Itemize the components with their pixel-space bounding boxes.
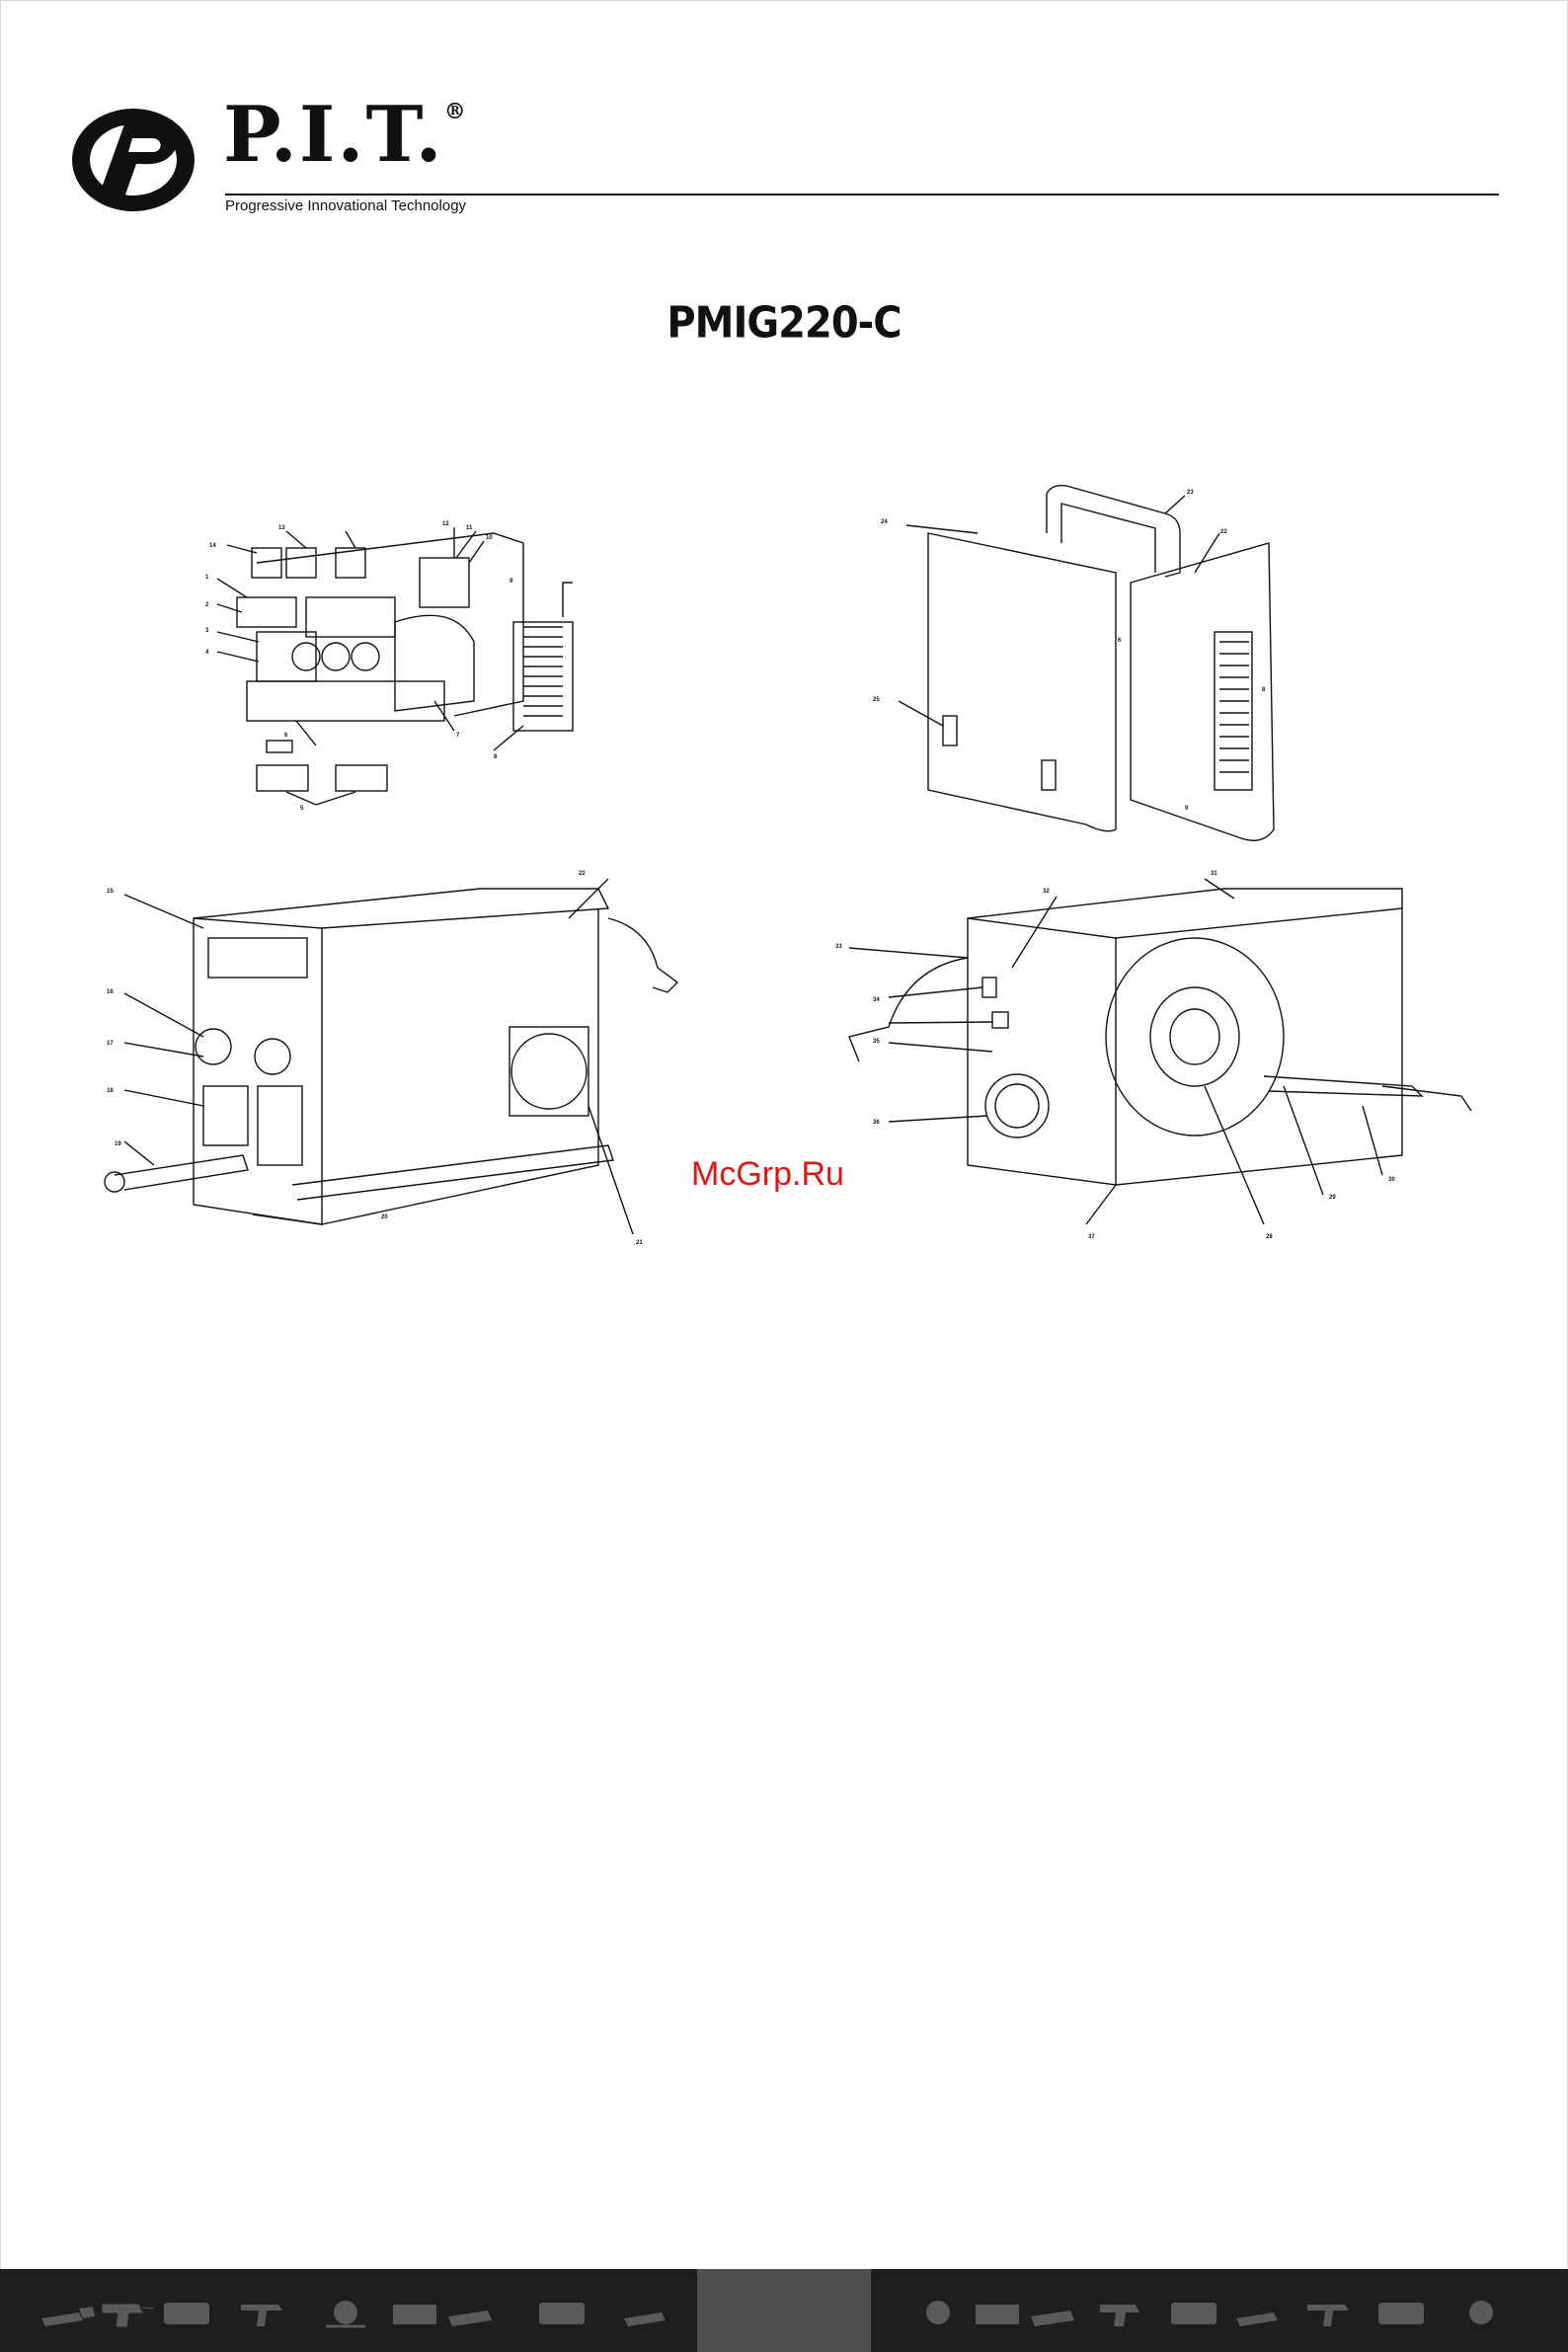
svg-text:10: 10: [486, 535, 493, 541]
generator-icon: [968, 2299, 1027, 2328]
svg-text:33: 33: [835, 944, 842, 950]
svg-text:21: 21: [636, 1240, 643, 1244]
svg-text:23: 23: [1187, 490, 1194, 496]
svg-text:22: 22: [1220, 529, 1227, 535]
hammer-drill-icon: [1303, 2299, 1363, 2328]
welder-icon: [533, 2299, 592, 2328]
header-rule: [225, 194, 1499, 196]
svg-text:9: 9: [1185, 806, 1189, 812]
footer-page-box: [697, 2269, 871, 2352]
svg-text:28: 28: [1266, 1234, 1273, 1240]
svg-text:30: 30: [1388, 1177, 1395, 1183]
svg-text:11: 11: [466, 525, 473, 531]
watermark: McGrp.Ru: [691, 1155, 844, 1194]
svg-text:9: 9: [510, 579, 513, 585]
drill-icon: [1096, 2299, 1155, 2328]
internal-components-diagram: 14 13 12 11 10 1 2 3 4 5 6 7 8 9: [197, 504, 612, 820]
svg-text:24: 24: [881, 519, 888, 525]
svg-text:25: 25: [873, 697, 880, 703]
brand-name: P.I.T.®: [223, 97, 468, 174]
housing-covers-diagram: 24 23 22 25 6 8 9: [869, 474, 1303, 849]
compressor-icon: [1372, 2299, 1432, 2328]
svg-text:7: 7: [456, 733, 460, 739]
svg-text:15: 15: [107, 889, 114, 895]
svg-text:36: 36: [873, 1120, 880, 1126]
svg-text:31: 31: [1211, 871, 1217, 877]
svg-text:8: 8: [1262, 687, 1266, 693]
brand-tagline: Progressive Innovational Technology: [225, 197, 466, 214]
angle-grinder-icon: [1234, 2299, 1294, 2328]
concrete-mixer-icon: [1451, 2299, 1511, 2328]
svg-text:12: 12: [442, 521, 449, 527]
svg-text:20: 20: [381, 1215, 388, 1220]
svg-text:32: 32: [1043, 889, 1050, 895]
compressor-icon: [158, 2299, 217, 2328]
generator-icon: [385, 2299, 444, 2328]
front-view-diagram: 15 16 17 18 19 20 21 22: [95, 849, 746, 1244]
angle-grinder-icon: [622, 2299, 681, 2328]
svg-text:29: 29: [1329, 1195, 1336, 1201]
svg-text:6: 6: [284, 733, 288, 739]
angle-grinder-icon: [39, 2299, 99, 2328]
svg-text:37: 37: [1088, 1234, 1095, 1240]
svg-text:3: 3: [205, 628, 209, 634]
svg-text:17: 17: [107, 1041, 114, 1047]
rear-view-diagram: 33 32 31 34 35 36 37 28 29 30: [829, 849, 1501, 1244]
svg-text:5: 5: [300, 806, 304, 812]
concrete-mixer-icon: [908, 2299, 968, 2328]
svg-text:6: 6: [1118, 638, 1122, 644]
svg-text:8: 8: [494, 754, 498, 760]
svg-text:16: 16: [107, 989, 114, 995]
svg-text:19: 19: [115, 1141, 121, 1147]
svg-text:22: 22: [579, 871, 586, 877]
svg-text:34: 34: [873, 997, 880, 1003]
callout-label: 14: [209, 543, 216, 549]
svg-text:35: 35: [873, 1039, 880, 1045]
pit-logo-icon: [67, 103, 199, 217]
hammer-drill-icon: [237, 2299, 296, 2328]
registered-mark: ®: [444, 99, 468, 124]
document-title: PMIG220-C: [0, 298, 1568, 349]
drill-icon: [99, 2299, 158, 2328]
svg-text:1: 1: [205, 575, 209, 581]
svg-text:4: 4: [205, 650, 209, 656]
svg-text:13: 13: [278, 525, 285, 531]
jigsaw-icon: [1027, 2299, 1086, 2328]
concrete-mixer-icon: [316, 2299, 375, 2328]
svg-text:18: 18: [107, 1088, 114, 1094]
welder-icon: [1165, 2299, 1224, 2328]
svg-text:2: 2: [205, 602, 209, 608]
jigsaw-icon: [444, 2299, 504, 2328]
